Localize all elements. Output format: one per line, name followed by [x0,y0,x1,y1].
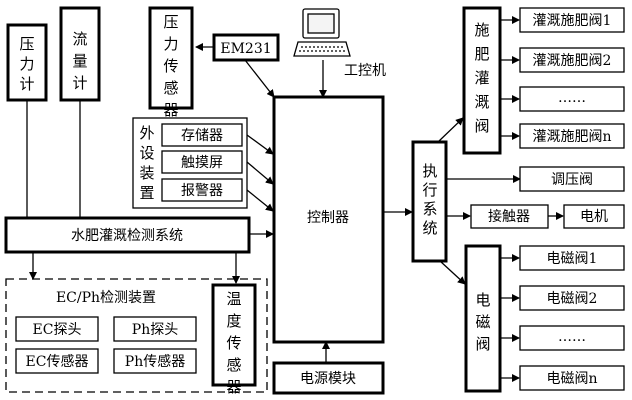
ec-probe-label: EC探头 [33,322,82,338]
fert-valve-ellipsis: …… [558,90,586,106]
connectors [26,16,564,382]
edge-actuator-solenoid [439,260,466,285]
pressure-sensor-node: 压力传感器 [148,6,194,119]
em231-label: EM231 [220,41,271,57]
storage-box [161,123,243,147]
pressure-valve-node: 调压阀 [519,166,625,192]
fert-valves: 灌溉施肥阀1 灌溉施肥阀2 …… 灌溉施肥阀n [519,7,625,149]
flow-meter-label: 流量计 [72,30,87,92]
solenoid-group-label: 电磁阀 [475,291,490,353]
controller-label: 控制器 [307,210,349,226]
edge-em231-controller [244,59,275,98]
fert-valve-2: 灌溉施肥阀2 [533,53,612,69]
actuator-label: 执行系统 [422,162,437,237]
contactor-node: 接触器 [470,204,549,229]
fert-valve-1: 灌溉施肥阀1 [533,13,612,29]
solenoid-valves: 电磁阀1 电磁阀2 …… 电磁阀n [519,245,625,391]
alarm-label: 报警器 [181,183,223,199]
storage-label: 存储器 [181,128,223,144]
edge-touch-controller [246,161,274,185]
ecph-region: EC/Ph检测装置 EC探头 Ph探头 EC传感器 Ph传感器 [5,278,268,393]
computer-icon [293,8,351,57]
edge-actuator-fert [437,117,464,143]
alarm-box [161,178,243,202]
solenoid-valve-2: 电磁阀2 [547,291,598,307]
solenoid-group-node: 电磁阀 [464,244,502,393]
pressure-gauge-label: 压力计 [19,35,34,93]
motor-node: 电机 [563,204,625,229]
solenoid-valve-1: 电磁阀1 [547,251,598,267]
temp-sensor-label: 温度传感器 [226,290,241,396]
peripherals-node: 外设装置 存储器 触摸屏 报警器 [132,117,248,209]
actuator-node: 执行系统 [411,140,448,263]
monitor-system-node: 水肥灌溉检测系统 [4,216,251,254]
solenoid-valve-ellipsis: …… [558,329,586,345]
monitor-system-label: 水肥灌溉检测系统 [71,228,183,244]
contactor-label: 接触器 [488,208,530,225]
power-label: 电源模块 [300,371,356,387]
fert-valve-group-label: 施肥灌溉阀 [474,21,489,135]
controller-node: 控制器 [272,95,385,344]
power-node: 电源模块 [272,361,385,395]
pressure-sensor-label: 压力传感器 [163,13,178,119]
fert-valve-n: 灌溉施肥阀n [532,129,611,145]
motor-label: 电机 [580,209,608,225]
ph-sensor-label: Ph传感器 [125,353,185,370]
solenoid-valve-n: 电磁阀n [546,371,597,387]
edge-storage-controller [246,134,274,155]
ipc-label: 工控机 [344,63,386,79]
temp-sensor-node: 温度传感器 [211,283,257,396]
pressure-gauge-node: 压力计 [6,23,48,102]
flow-meter-node: 流量计 [59,6,101,102]
ph-probe-label: Ph探头 [132,322,178,338]
touchscreen-box [161,150,243,174]
edge-alarm-controller [246,189,274,212]
pressure-valve-label: 调压阀 [551,172,593,188]
peripherals-label: 外设装置 [139,124,154,202]
touchscreen-label: 触摸屏 [181,155,223,171]
em231-node: EM231 [212,33,280,62]
ec-sensor-label: EC传感器 [26,353,89,370]
ecph-title: EC/Ph检测装置 [56,290,156,306]
fert-valve-group-node: 施肥灌溉阀 [462,6,502,155]
